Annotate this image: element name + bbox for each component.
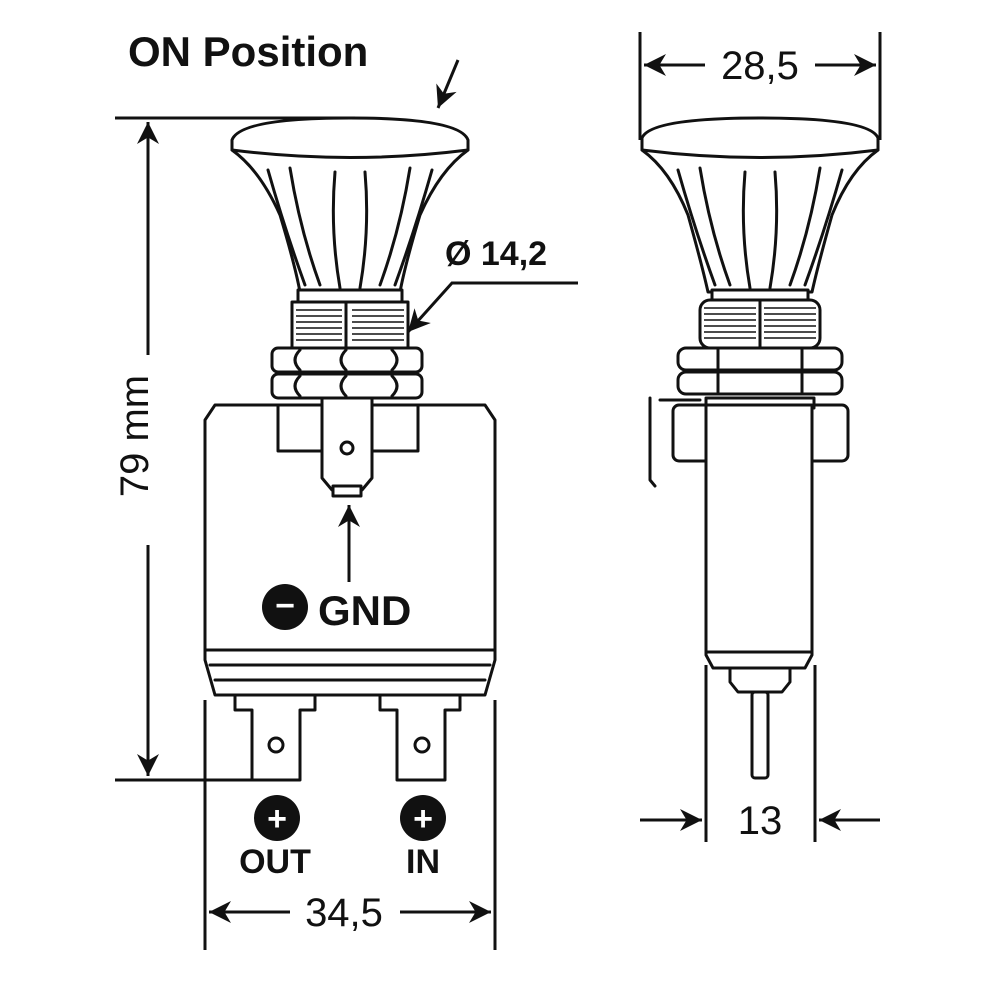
in-label: IN — [406, 843, 440, 881]
side-body-width-dimension: 13 — [640, 665, 880, 843]
title: ON Position — [128, 28, 368, 75]
terminal-out — [233, 693, 317, 782]
side-nuts — [676, 346, 844, 396]
front-width-label: 34,5 — [305, 891, 383, 935]
side-view — [640, 116, 880, 780]
mounting-nuts — [270, 346, 424, 400]
out-symbol: + — [267, 800, 287, 838]
side-knob — [640, 116, 880, 302]
on-position-pointer — [436, 59, 460, 109]
side-top-width-dimension: 28,5 — [638, 32, 882, 140]
plus-out-icon — [254, 795, 300, 841]
side-body — [704, 403, 814, 780]
side-body-width-label: 13 — [738, 799, 783, 843]
in-symbol: + — [413, 800, 433, 838]
side-bushing — [698, 298, 822, 350]
diameter-dimension: Ø 14,2 — [406, 235, 578, 334]
side-top-width-label: 28,5 — [721, 44, 799, 88]
diameter-label: Ø 14,2 — [445, 235, 547, 273]
minus-symbol-icon — [262, 584, 308, 630]
out-label: OUT — [239, 843, 311, 881]
gnd-symbol: − — [275, 587, 295, 625]
front-width-dimension: 34,5 — [203, 700, 497, 950]
height-dimension: 79 mm — [113, 116, 355, 782]
knob — [230, 116, 470, 304]
plus-in-icon — [400, 795, 446, 841]
front-view: − GND + OUT + IN — [203, 116, 497, 881]
height-label: 79 mm — [113, 375, 157, 497]
threaded-bushing — [290, 300, 410, 350]
terminal-in — [378, 693, 462, 782]
gnd-label: GND — [318, 587, 411, 634]
